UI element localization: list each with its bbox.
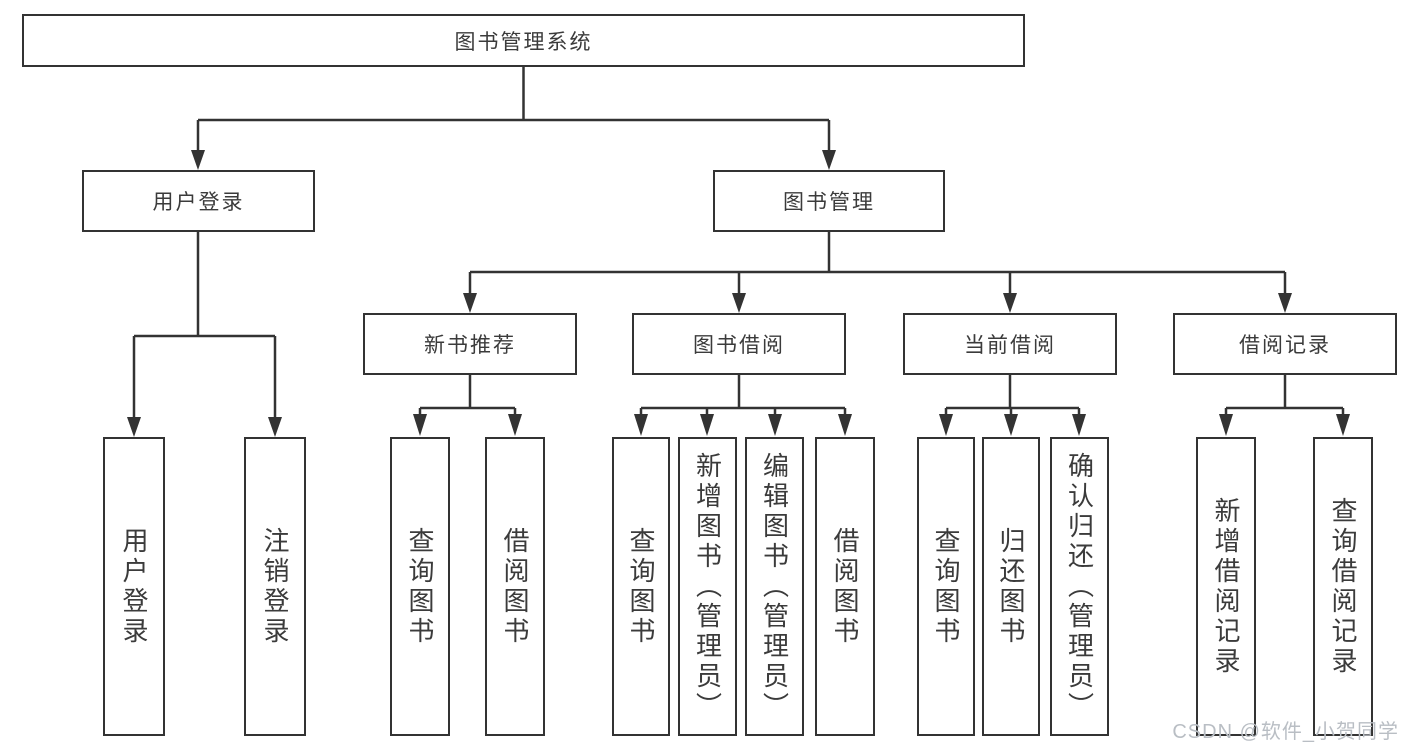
node-label: 注销登录 — [260, 526, 290, 647]
node-current-borrowing: 当前借阅 — [903, 313, 1117, 375]
node-root-system: 图书管理系统 — [22, 14, 1025, 67]
node-label: 当前借阅 — [964, 334, 1056, 357]
node-label: 借阅记录 — [1239, 334, 1331, 357]
node-label: 确认归还（管理员） — [1064, 451, 1095, 722]
node-user-login: 用户登录 — [82, 170, 315, 232]
leaf-borrow-add-books-admin: 新增图书（管理员） — [678, 437, 737, 736]
node-label: 查询图书 — [931, 526, 961, 647]
node-label: 图书借阅 — [693, 334, 785, 357]
node-label: 用户登录 — [119, 526, 149, 647]
node-label: 查询借阅记录 — [1328, 496, 1358, 677]
leaf-newbook-query-books: 查询图书 — [390, 437, 450, 736]
node-label: 新增借阅记录 — [1211, 496, 1241, 677]
node-label: 用户登录 — [152, 191, 245, 214]
leaf-current-confirm-return-admin: 确认归还（管理员） — [1050, 437, 1109, 736]
node-borrowing-records: 借阅记录 — [1173, 313, 1397, 375]
leaf-borrow-query-books: 查询图书 — [612, 437, 670, 736]
arrowhead-icons — [127, 150, 1350, 437]
leaf-records-add-record: 新增借阅记录 — [1196, 437, 1256, 736]
node-label: 查询图书 — [405, 526, 435, 647]
node-book-borrowing: 图书借阅 — [632, 313, 846, 375]
node-label: 借阅图书 — [500, 526, 530, 647]
node-label: 查询图书 — [626, 526, 656, 647]
node-label: 编辑图书（管理员） — [759, 451, 790, 722]
csdn-watermark: CSDN @软件_小贺同学 — [1172, 721, 1399, 743]
node-label: 新增图书（管理员） — [692, 451, 723, 722]
leaf-borrow-edit-books-admin: 编辑图书（管理员） — [745, 437, 804, 736]
node-label: 图书管理系统 — [454, 30, 593, 54]
leaf-logout: 注销登录 — [244, 437, 306, 736]
node-label: 新书推荐 — [424, 334, 516, 357]
node-label: 归还图书 — [996, 526, 1026, 647]
node-book-management: 图书管理 — [713, 170, 945, 232]
leaf-current-return-books: 归还图书 — [982, 437, 1040, 736]
leaf-user-login: 用户登录 — [103, 437, 165, 736]
leaf-current-query-books: 查询图书 — [917, 437, 975, 736]
node-label: 借阅图书 — [830, 526, 860, 647]
leaf-newbook-borrow-books: 借阅图书 — [485, 437, 545, 736]
node-label: 图书管理 — [783, 191, 875, 214]
node-new-book-recommend: 新书推荐 — [363, 313, 577, 375]
leaf-borrow-borrow-books: 借阅图书 — [815, 437, 875, 736]
leaf-records-query-record: 查询借阅记录 — [1313, 437, 1373, 736]
connector-lines — [132, 67, 1345, 419]
